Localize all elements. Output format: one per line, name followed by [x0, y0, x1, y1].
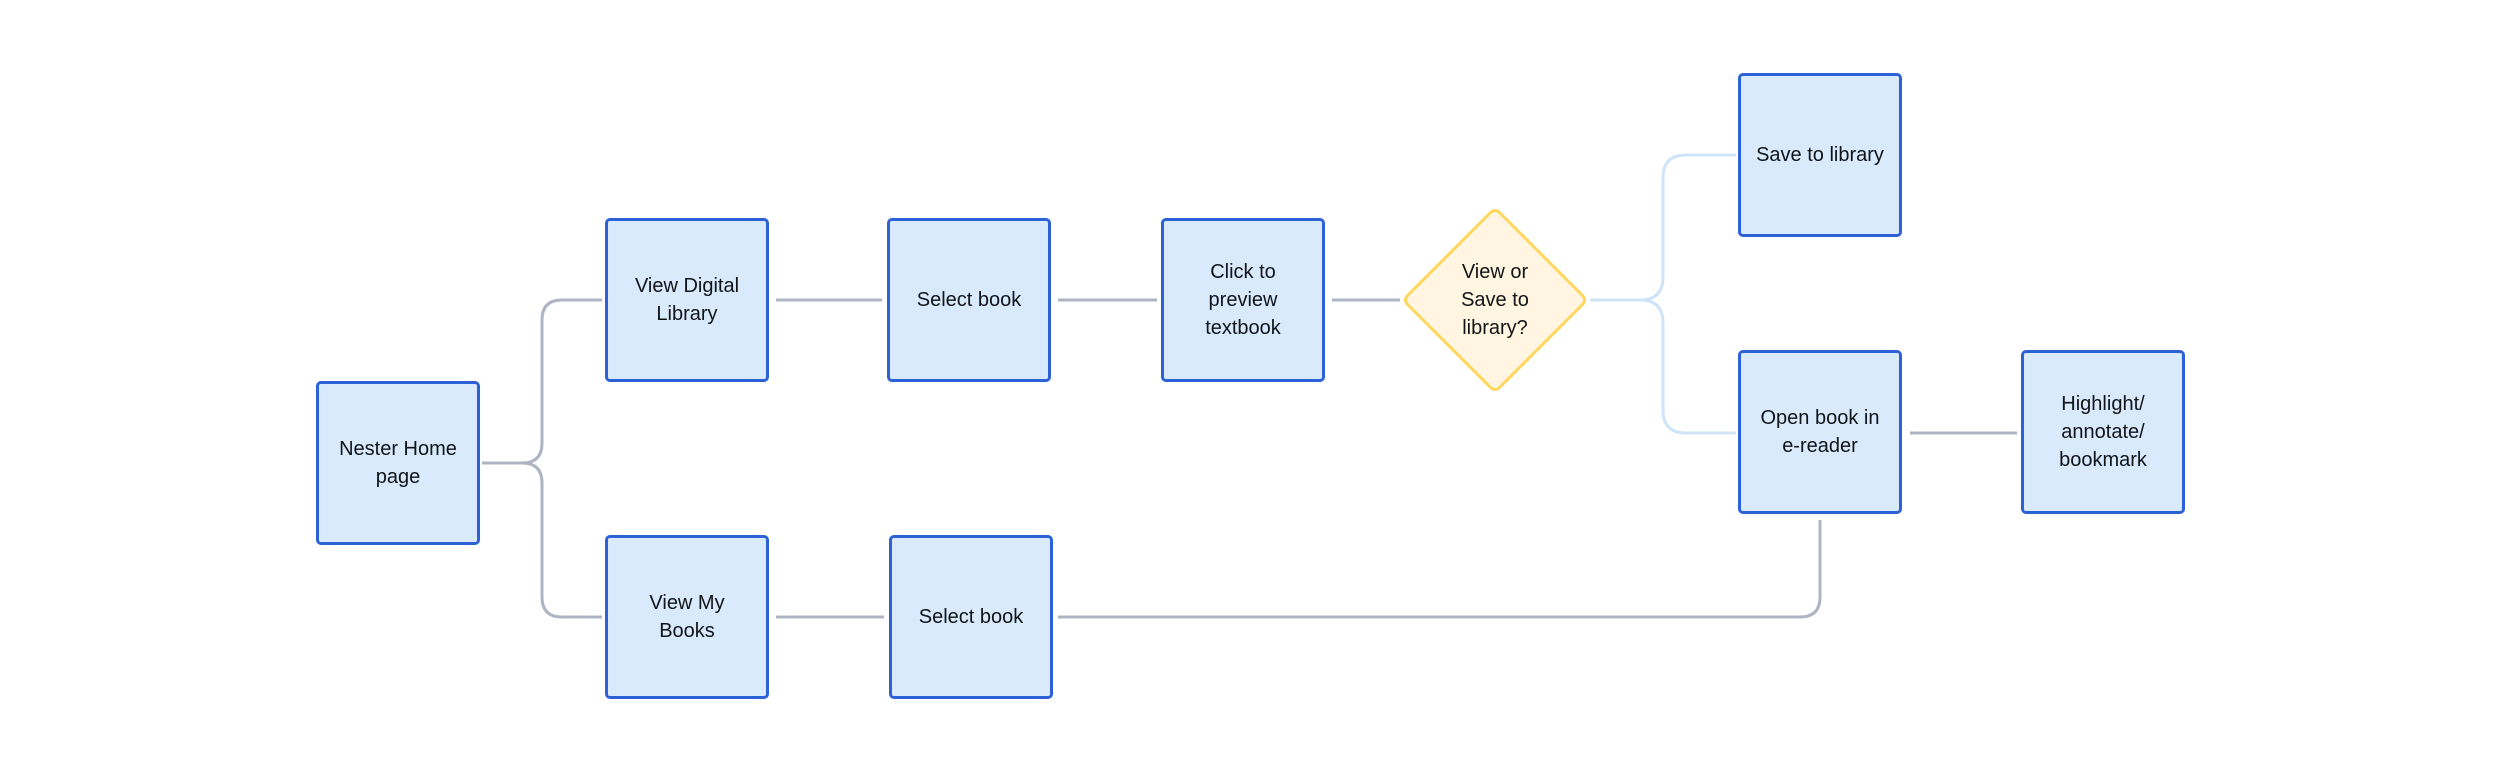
node-highlight-annotate-bookmark[interactable]: Highlight/ annotate/ bookmark [2021, 350, 2185, 514]
connector-decision-open-ereader [1639, 298, 1736, 435]
node-click-to-preview-textbook[interactable]: Click to preview textbook [1161, 218, 1325, 382]
node-select-book-top[interactable]: Select book [887, 218, 1051, 382]
node-label: Open book in e-reader [1760, 407, 1880, 457]
node-open-book-in-ereader[interactable]: Open book in e-reader [1738, 350, 1902, 514]
node-label: Click to preview textbook [1205, 261, 1281, 339]
connector-branch-view-digital-library [521, 298, 602, 465]
node-label: Nester Home page [339, 438, 457, 488]
connector-select-bottom-ereader [1058, 520, 1822, 619]
decision-diamond-shape [1404, 209, 1586, 391]
decision-view-or-save[interactable]: View or Save to library? [1402, 207, 1588, 393]
node-label: Select book [918, 606, 1024, 628]
node-label: Save to library [1756, 144, 1884, 166]
node-select-book-bottom[interactable]: Select book [889, 535, 1053, 699]
node-view-digital-library[interactable]: View Digital Library [605, 218, 769, 382]
decision-label: View or Save to library? [1461, 261, 1529, 339]
connector-decision-save-library [1639, 153, 1736, 302]
node-label: Select book [916, 289, 1022, 311]
node-label: Highlight/ annotate/ bookmark [2059, 393, 2147, 471]
node-nester-home-page[interactable]: Nester Home page [316, 381, 480, 545]
node-view-my-books[interactable]: View My Books [605, 535, 769, 699]
connector-branch-view-my-books [521, 461, 602, 619]
node-label: View Digital Library [634, 275, 740, 325]
node-save-to-library[interactable]: Save to library [1738, 73, 1902, 237]
node-label: View My Books [649, 592, 725, 642]
